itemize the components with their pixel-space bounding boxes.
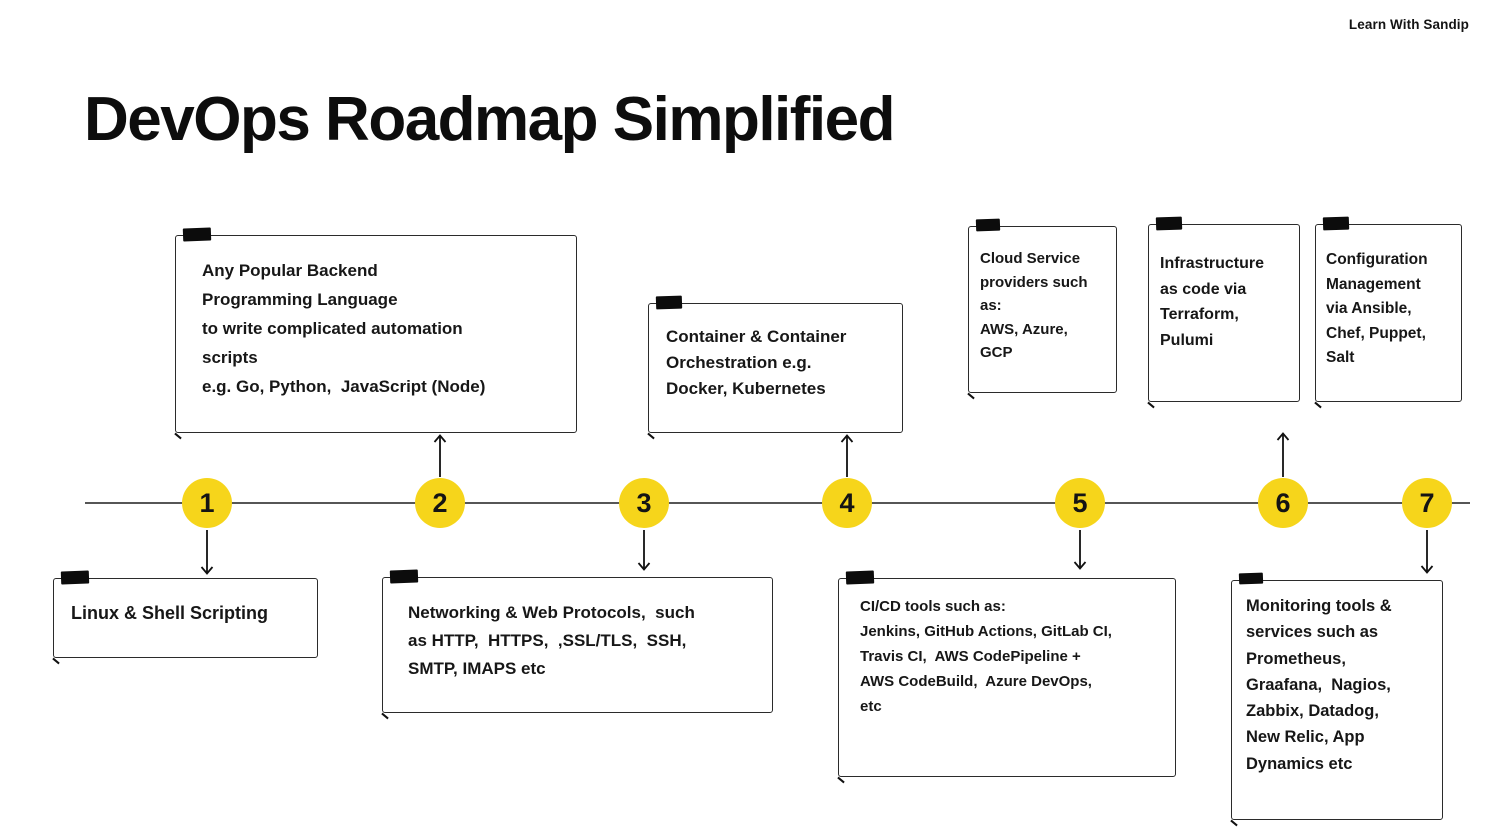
arrow-down-from-step-7 [1420,530,1434,574]
note-text: Linux & Shell Scripting [71,603,269,623]
note-cicd-tools: CI/CD tools such as: Jenkins, GitHub Act… [838,570,1176,777]
timeline-step-4: 4 [822,478,872,528]
arrow-up-from-step-4 [840,434,854,477]
tape-clip-icon [1155,216,1183,231]
timeline-step-6: 6 [1258,478,1308,528]
note-networking-protocols: Networking & Web Protocols, such as HTTP… [382,569,773,713]
arrow-down-from-step-5 [1073,530,1087,570]
note-linux-shell: Linux & Shell Scripting [53,570,318,658]
tape-clip-icon [975,218,1001,232]
timeline-line [85,502,1470,504]
timeline-step-3: 3 [619,478,669,528]
note-cloud-providers: Cloud Service providers such as: AWS, Az… [968,218,1117,393]
timeline-step-2: 2 [415,478,465,528]
note-text: Any Popular Backend Programming Language… [202,261,486,396]
note-backend-language: Any Popular Backend Programming Language… [175,227,577,433]
tape-clip-icon [389,569,419,584]
note-text: Cloud Service providers such as: AWS, Az… [980,250,1088,361]
note-text: Infrastructure as code via Terraform, Pu… [1160,255,1265,349]
note-text: Container & Container Orchestration e.g.… [666,327,847,398]
timeline-step-1: 1 [182,478,232,528]
note-configuration-management: Configuration Management via Ansible, Ch… [1315,216,1462,402]
note-infrastructure-as-code: Infrastructure as code via Terraform, Pu… [1148,216,1300,402]
tape-clip-icon [845,570,875,585]
note-container-orchestration: Container & Container Orchestration e.g.… [648,295,903,433]
note-text: Monitoring tools & services such as Prom… [1246,597,1392,773]
tape-clip-icon [60,570,90,585]
arrow-down-from-step-1 [200,530,214,575]
timeline-step-7: 7 [1402,478,1452,528]
brand-text: Learn With Sandip [1348,17,1469,32]
tape-clip-icon [1322,216,1350,231]
note-text: Configuration Management via Ansible, Ch… [1326,251,1428,366]
arrow-up-from-step-6 [1276,432,1290,477]
note-text: CI/CD tools such as: Jenkins, GitHub Act… [860,598,1112,715]
note-monitoring-tools: Monitoring tools & services such as Prom… [1231,572,1443,820]
arrow-down-from-step-3 [637,530,651,571]
timeline-step-5: 5 [1055,478,1105,528]
tape-clip-icon [182,227,212,242]
note-text: Networking & Web Protocols, such as HTTP… [408,603,695,678]
tape-clip-icon [655,295,683,310]
tape-clip-icon [1238,572,1264,585]
arrow-up-from-step-2 [433,434,447,477]
page-title: DevOps Roadmap Simplified [84,85,896,154]
